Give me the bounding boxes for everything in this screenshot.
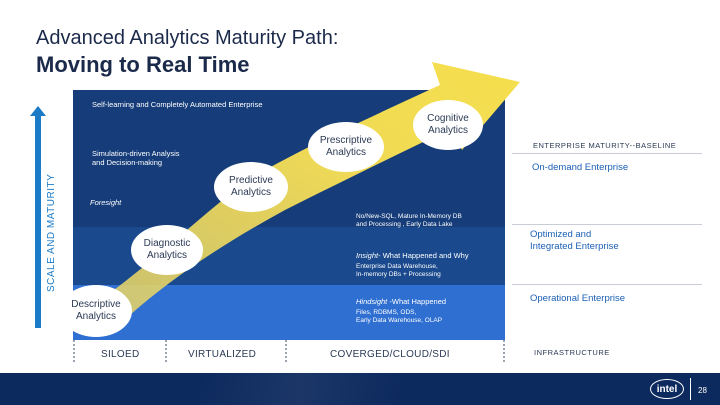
stage-descriptive-line1: Descriptive	[71, 299, 121, 310]
scale-maturity-arrow	[30, 106, 46, 328]
right-divider-1	[512, 153, 702, 154]
label-nosql-1: No/New-SQL, Mature In-Memory DB	[356, 213, 462, 220]
right-enterprise-maturity: ENTERPRISE MATURITY--BASELINE	[533, 141, 677, 150]
right-operational: Operational Enterprise	[530, 293, 626, 304]
divider-dots-2	[165, 340, 167, 362]
footer-highlight	[200, 373, 400, 405]
footer-bar	[0, 373, 720, 405]
stage-predictive-line2: Analytics	[230, 187, 271, 198]
right-optimized-1: Optimized and	[530, 229, 592, 240]
stage-cognitive-line2: Analytics	[427, 125, 468, 136]
intel-logo: intel	[650, 379, 684, 399]
stage-descriptive-line2: Analytics	[75, 311, 116, 322]
footer-separator	[690, 378, 691, 400]
infra-virtualized: VIRTUALIZED	[188, 349, 257, 360]
label-edw-1: Enterprise Data Warehouse,	[356, 263, 438, 270]
label-simulation-2: and Decision-making	[92, 158, 163, 167]
label-insight-rest: - What Happened and Why	[378, 251, 469, 260]
stage-predictive-line1: Predictive	[229, 175, 273, 186]
stage-diagnostic-line1: Diagnostic	[143, 238, 191, 249]
stage-prescriptive-line1: Prescriptive	[319, 135, 373, 146]
title-line-1: Advanced Analytics Maturity Path:	[36, 27, 339, 49]
stage-cognitive-line1: Cognitive	[427, 113, 469, 124]
label-nosql-2: and Processing , Early Data Lake	[356, 221, 453, 228]
divider-dots-4	[503, 340, 505, 362]
label-hindsight-rest: -What Happened	[387, 297, 447, 306]
label-files-2: Early Data Warehouse, OLAP	[356, 317, 443, 324]
label-simulation-1: Simulation-driven Analysis	[92, 149, 180, 158]
right-optimized-2: Integrated Enterprise	[530, 241, 619, 252]
title-line-2: Moving to Real Time	[36, 52, 250, 77]
label-edw-2: In-memory DBs + Processing	[356, 271, 441, 278]
infra-siloed: SILOED	[101, 349, 140, 360]
page-number: 28	[698, 386, 707, 395]
label-hindsight: Hindsight	[356, 297, 388, 306]
stage-prescriptive-line2: Analytics	[325, 147, 366, 158]
divider-dots-1	[73, 340, 75, 362]
label-hindsight-line: Hindsight -What Happened	[356, 297, 446, 306]
right-on-demand: On-demand Enterprise	[532, 162, 629, 173]
right-divider-3	[512, 284, 702, 285]
label-foresight: Foresight	[90, 198, 122, 207]
label-insight: Insight	[356, 251, 379, 260]
label-self-learning: Self-learning and Completely Automated E…	[92, 100, 263, 109]
infra-converged: COVERGED/CLOUD/SDI	[330, 349, 450, 360]
stage-diagnostic-line2: Analytics	[146, 250, 187, 261]
label-insight-line: Insight- What Happened and Why	[356, 251, 469, 260]
right-divider-2	[512, 224, 702, 225]
divider-dots-3	[285, 340, 287, 362]
right-infrastructure: INFRASTRUCTURE	[534, 348, 610, 357]
label-files-1: Files, RDBMS, ODS,	[356, 309, 417, 316]
